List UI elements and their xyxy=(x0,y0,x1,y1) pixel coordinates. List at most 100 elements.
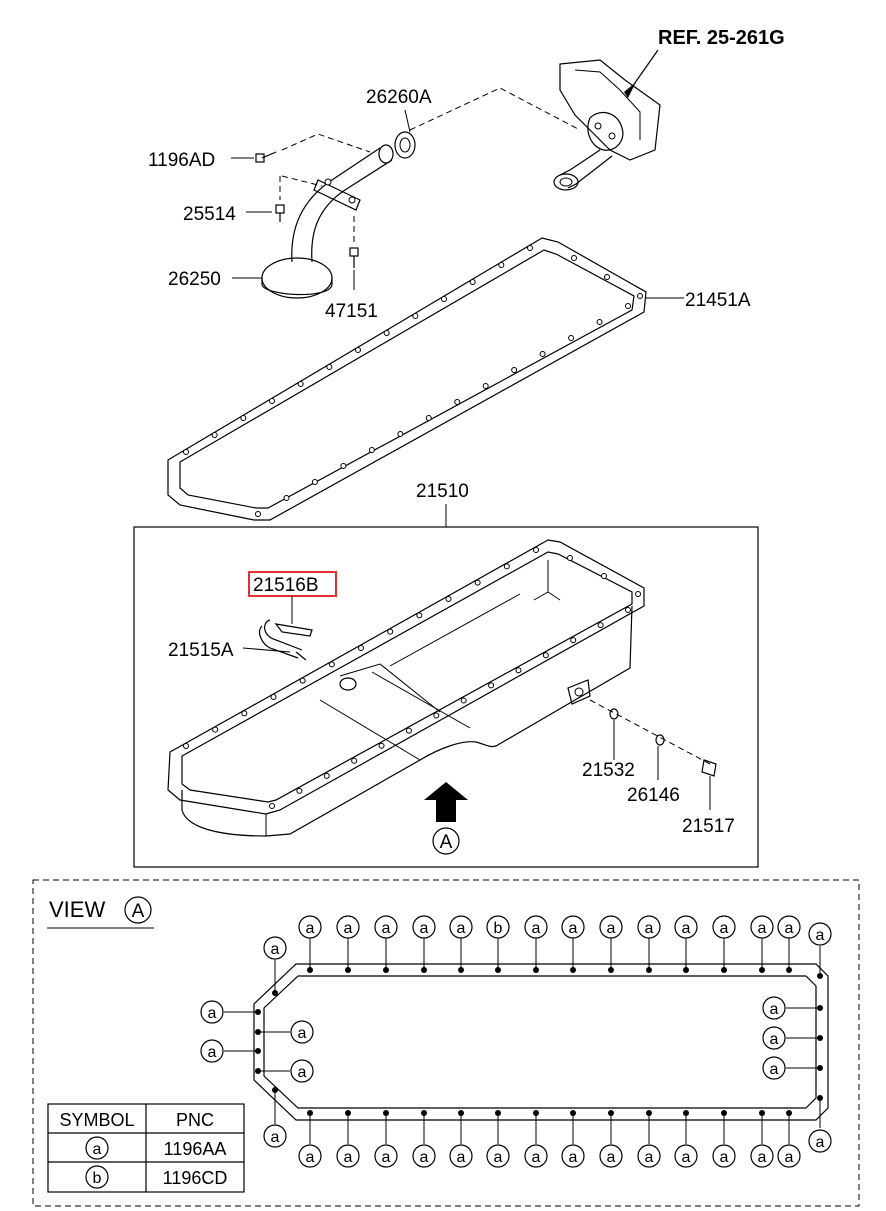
label-26260a[interactable]: 26260A xyxy=(366,87,432,108)
bolt-hole xyxy=(474,579,481,586)
symbol-badge xyxy=(637,915,661,939)
bolt-hole xyxy=(255,511,261,517)
symbol-table: SYMBOL PNC a 1196AA b 1196CD xyxy=(47,1103,245,1193)
bolt-hole xyxy=(387,628,394,635)
label-21515a[interactable]: 21515A xyxy=(168,640,234,661)
bolt-hole xyxy=(433,712,440,719)
symbol-badge-letter: b xyxy=(494,920,503,937)
bolt-marker xyxy=(570,967,576,973)
clip-21516b[interactable] xyxy=(274,623,313,637)
symbol-badge xyxy=(290,1020,314,1044)
bolt-47151[interactable] xyxy=(349,247,359,257)
bolt-hole xyxy=(269,803,275,809)
label-21517[interactable]: 21517 xyxy=(682,816,735,837)
label-21516b[interactable]: 21516B xyxy=(253,575,319,596)
symbol-badge-letter: a xyxy=(758,920,767,937)
table-row-pnc: 1196CD xyxy=(163,1168,228,1188)
bolt-hole xyxy=(488,682,495,689)
label-1196ad[interactable]: 1196AD xyxy=(148,150,215,171)
label-21451a[interactable]: 21451A xyxy=(685,290,751,311)
table-header-symbol: SYMBOL xyxy=(59,1110,134,1130)
bolt-hole xyxy=(570,637,577,644)
label-26250[interactable]: 26250 xyxy=(168,269,221,290)
bolt-hole xyxy=(270,694,277,700)
bolt-marker xyxy=(458,1110,464,1116)
label-21532[interactable]: 21532 xyxy=(582,760,635,781)
bolt-hole xyxy=(469,279,476,285)
symbol-badge xyxy=(599,915,623,939)
bolt-marker xyxy=(383,967,389,973)
bolt-marker xyxy=(307,1110,313,1116)
bolt-hole xyxy=(511,367,518,373)
oil-strainer-assembly: 26260A 1196AD 25514 47151 26250 xyxy=(148,87,432,322)
label-21510[interactable]: 21510 xyxy=(416,481,469,502)
symbol-badge xyxy=(374,1144,398,1168)
gasket-bolt-holes xyxy=(183,245,643,517)
symbol-badge xyxy=(808,922,832,946)
symbol-badge-letter: a xyxy=(344,920,353,937)
symbol-badge-letter: a xyxy=(457,1149,466,1166)
bolt-hole xyxy=(328,661,335,668)
symbol-badge xyxy=(200,1039,224,1063)
oil-pan-21510[interactable] xyxy=(167,539,645,815)
symbol-badge xyxy=(290,1059,314,1083)
drain-plug-21517[interactable] xyxy=(701,759,717,777)
bolt-hole xyxy=(527,245,533,251)
label-47151[interactable]: 47151 xyxy=(325,301,378,322)
bolt-hole xyxy=(571,255,577,261)
symbol-badge-letter: a xyxy=(569,920,578,937)
bolt-hole xyxy=(625,303,631,309)
label-25514[interactable]: 25514 xyxy=(183,204,236,225)
bolt-marker xyxy=(683,967,689,973)
tube-21515a[interactable] xyxy=(258,625,299,659)
table-row-symbol: b xyxy=(93,1170,102,1187)
label-ref[interactable]: REF. 25-261G xyxy=(658,27,785,49)
bolt-marker xyxy=(383,1110,389,1116)
bolt-hole xyxy=(397,431,404,437)
symbol-badge-letter: a xyxy=(785,1149,794,1166)
symbol-badge-letter: a xyxy=(306,920,315,937)
symbol-badge xyxy=(298,1144,322,1168)
symbol-badge-letter: a xyxy=(420,920,429,937)
symbol-badge-letter: a xyxy=(208,1005,217,1022)
bolt-marker xyxy=(786,1110,792,1116)
bolt-marker xyxy=(608,1110,614,1116)
symbol-badge xyxy=(524,1144,548,1168)
label-26146[interactable]: 26146 xyxy=(627,785,680,806)
symbol-badge xyxy=(449,1144,473,1168)
gasket-26146[interactable] xyxy=(655,734,665,746)
symbol-badge xyxy=(263,936,287,960)
bolt-marker xyxy=(421,1110,427,1116)
bolt-hole xyxy=(405,727,412,734)
symbol-badge-letter: a xyxy=(770,1031,779,1048)
symbol-badge xyxy=(336,915,360,939)
bolt-hole xyxy=(425,415,432,421)
bolt-marker xyxy=(345,1110,351,1116)
symbol-badge xyxy=(777,1144,801,1168)
bolt-1196ad[interactable] xyxy=(255,153,265,163)
symbol-badge xyxy=(486,915,510,939)
gasket-26260a[interactable] xyxy=(394,131,416,159)
bolt-hole xyxy=(355,347,361,353)
bolt-hole xyxy=(323,772,330,779)
bolt-hole xyxy=(596,319,603,325)
symbol-badge xyxy=(524,915,548,939)
bolt-marker xyxy=(495,1110,501,1116)
symbol-badge-letter: a xyxy=(532,920,541,937)
symbol-badge xyxy=(762,1026,786,1050)
bolt-hole xyxy=(567,555,573,561)
symbol-badge xyxy=(674,1144,698,1168)
symbol-badge xyxy=(808,1129,832,1153)
bolt-hole xyxy=(358,645,364,651)
gasket-21451a[interactable]: 21451A xyxy=(167,237,751,521)
bolt-25514[interactable] xyxy=(275,204,285,214)
bolt-marker xyxy=(759,967,765,973)
bolt-marker xyxy=(307,967,313,973)
bolt-marker xyxy=(421,967,427,973)
symbol-badge xyxy=(777,915,801,939)
washer-21532[interactable] xyxy=(609,708,619,720)
bolt-hole xyxy=(412,313,419,319)
bolt-hole xyxy=(296,787,303,794)
bolt-marker xyxy=(533,967,539,973)
